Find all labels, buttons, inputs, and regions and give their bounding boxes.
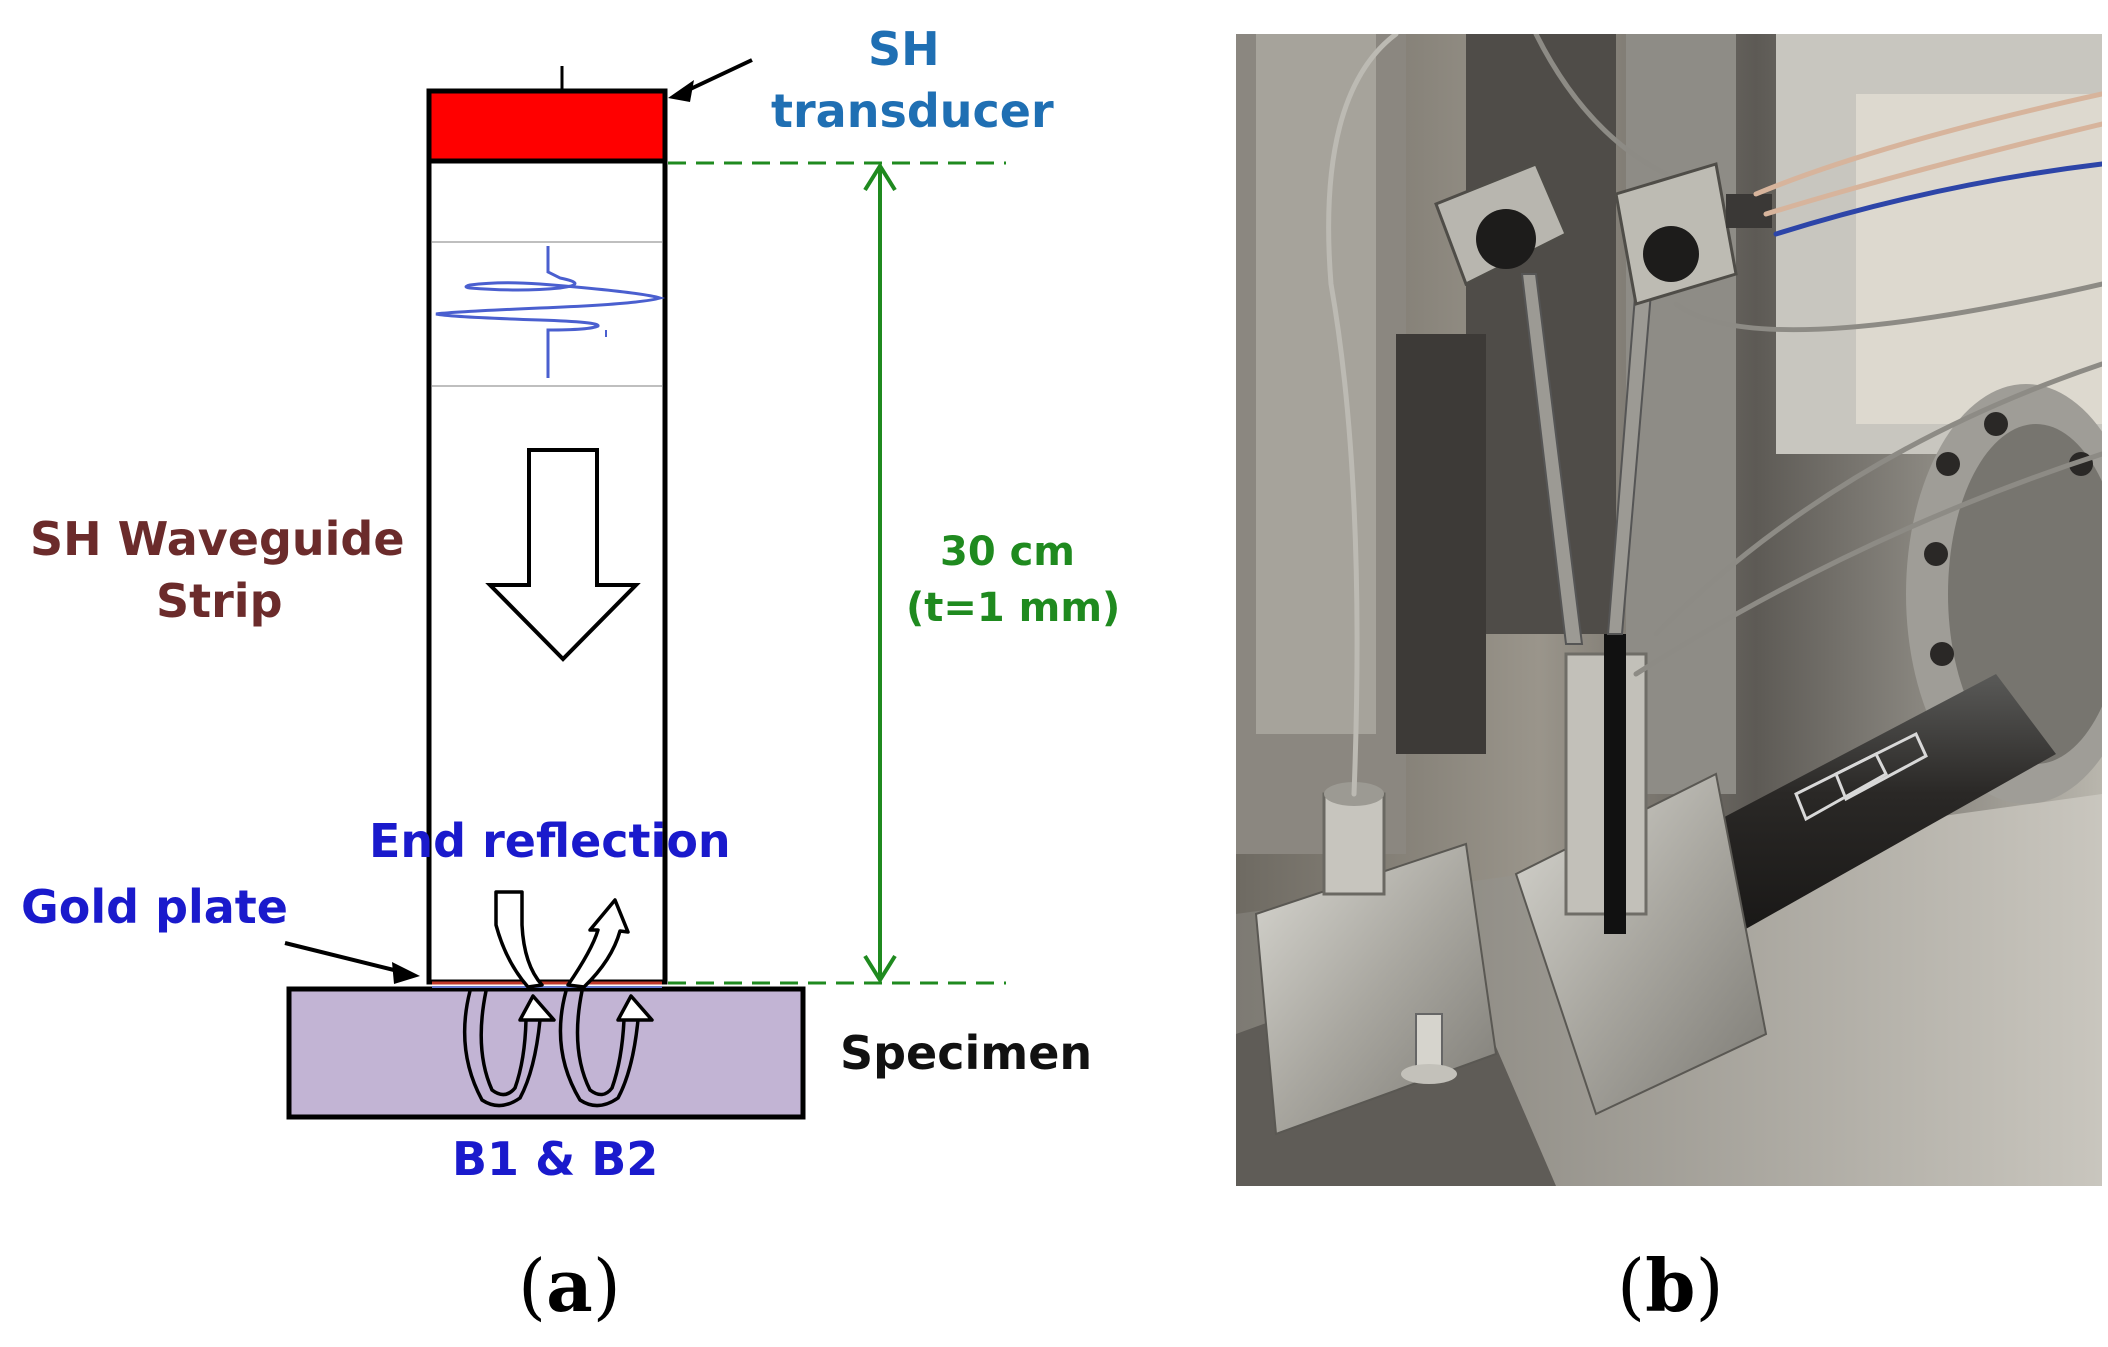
- length-dimension-arrow: [863, 162, 897, 984]
- specimen-label: Specimen: [840, 1026, 1093, 1080]
- specimen-echo-arrows: [462, 990, 654, 1108]
- waveform-inset: [432, 241, 666, 387]
- end-reflection-label: End reflection: [369, 814, 731, 868]
- caption-a-letter: a: [546, 1243, 593, 1328]
- length-label-line1: 30 cm: [940, 529, 1075, 575]
- waveguide-label-line1: SH Waveguide: [30, 512, 405, 566]
- caption-b: (b): [1617, 1243, 1724, 1328]
- propagation-arrow: [485, 448, 641, 662]
- experimental-setup-photo: [1236, 34, 2102, 1186]
- end-reflection-arrows: [494, 890, 630, 989]
- transducer-label-line2: transducer: [771, 84, 1054, 138]
- echo-label: B1 & B2: [452, 1132, 659, 1186]
- sh-transducer: [426, 88, 668, 164]
- transducer-pointer: [668, 58, 753, 102]
- waveguide-label-line2: Strip: [156, 574, 283, 628]
- length-label-line2: (t=1 mm): [906, 585, 1121, 631]
- caption-b-letter: b: [1645, 1243, 1696, 1328]
- gold-plate-pointer: [284, 941, 420, 984]
- gold-plate-label: Gold plate: [21, 880, 288, 934]
- caption-a: (a): [518, 1243, 621, 1328]
- transducer-label-line1: SH: [868, 22, 940, 76]
- signal-waveform: [435, 246, 666, 378]
